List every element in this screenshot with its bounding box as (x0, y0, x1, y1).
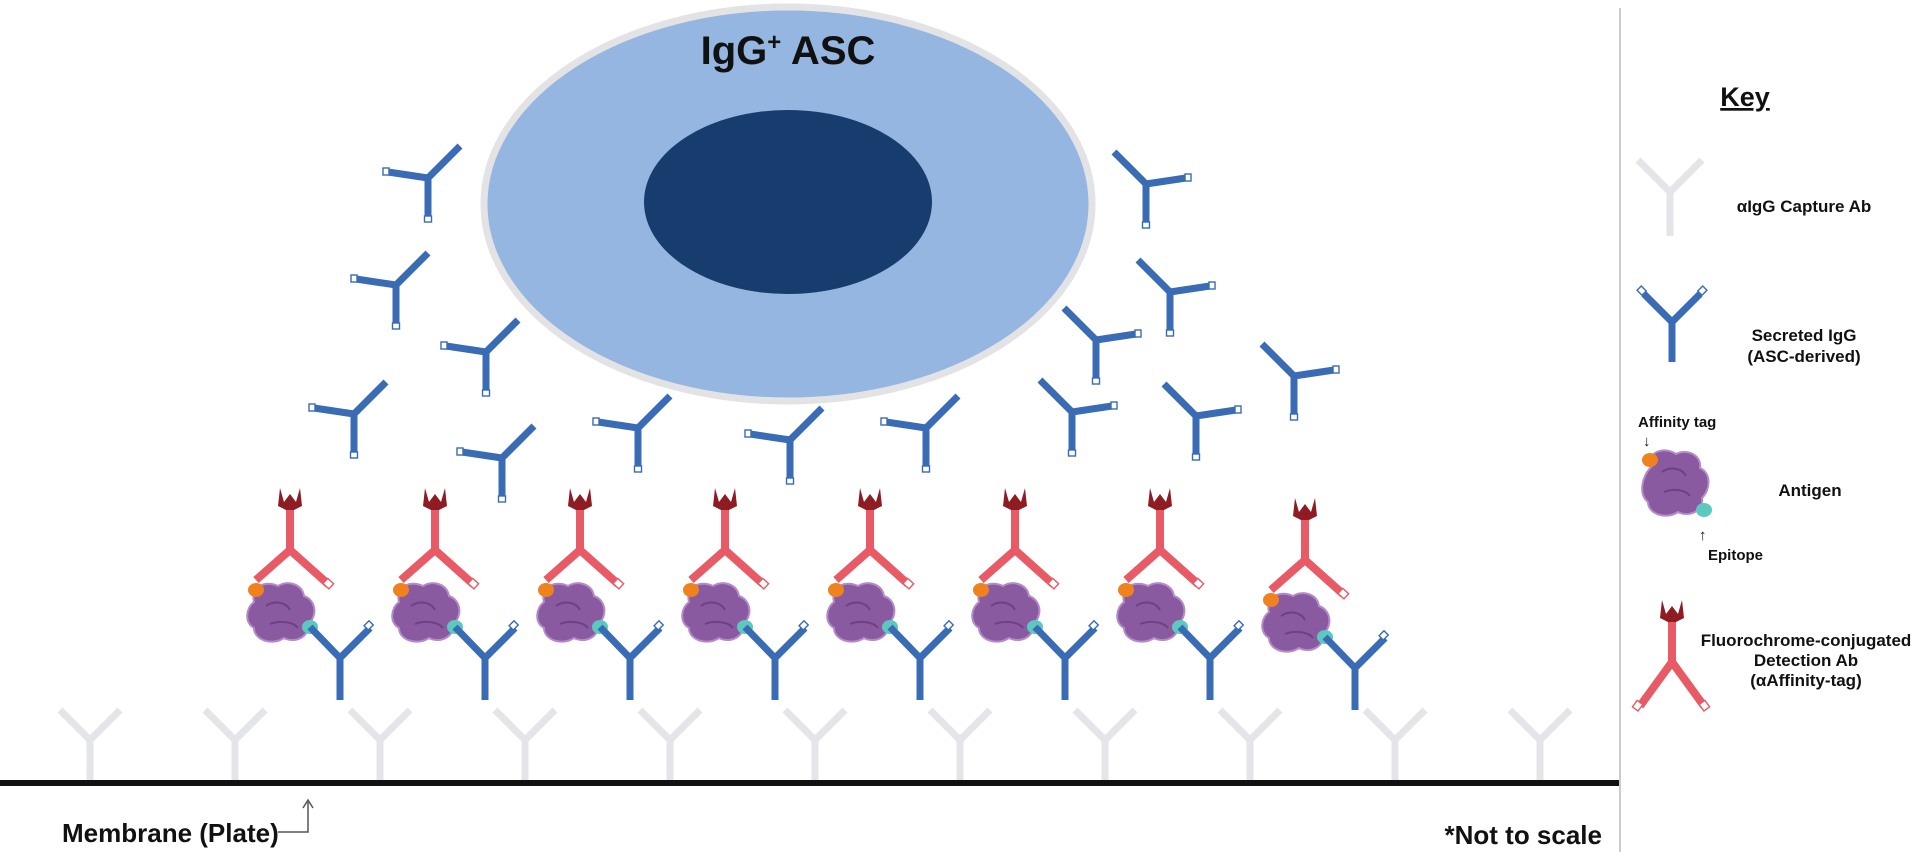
asc-cell: IgG+ ASC (480, 3, 1096, 405)
capture-ab-icon (785, 710, 845, 782)
key-title: Key (1720, 82, 1770, 112)
key-affinity-tag-label: Affinity tag (1638, 414, 1716, 431)
key-secreted-igg-label-2: (ASC-derived) (1747, 347, 1860, 366)
capture-ab-icon (1510, 710, 1570, 782)
capture-ab-icon (1075, 710, 1135, 782)
key-affinity-tag-arrow: ↓ (1643, 433, 1651, 450)
capture-ab-icon (495, 710, 555, 782)
key-detection-label-2: Detection Ab (1754, 651, 1858, 670)
secreted-igg-icon (1138, 260, 1215, 336)
capture-ab-icon (205, 710, 265, 782)
secreted-igg-icon (1114, 152, 1191, 228)
detection-complex-icon (827, 488, 953, 700)
secreted-igg-icon (383, 146, 460, 222)
detection-complex-icon (247, 488, 373, 700)
key-detection-label-3: (αAffinity-tag) (1750, 671, 1861, 690)
detection-complex-icon (392, 488, 518, 700)
membrane-pointer-arrow (278, 798, 314, 833)
secreted-igg-icon (881, 396, 958, 472)
key-epitope-arrow: ↑ (1699, 527, 1707, 544)
capture-ab-icon (350, 710, 410, 782)
cell-label: IgG+ ASC (701, 29, 876, 73)
capture-ab-group (60, 710, 1570, 782)
secreted-igg-icon (745, 408, 822, 484)
membrane-line (0, 780, 1620, 786)
detection-complex-icon (972, 488, 1098, 700)
membrane-label: Membrane (Plate) (62, 818, 279, 848)
secreted-igg-icon (1040, 380, 1117, 456)
key-detection-ab-icon (1631, 600, 1711, 712)
secreted-igg-icon (593, 396, 670, 472)
key-epitope-label: Epitope (1708, 547, 1763, 564)
secreted-igg-icon (457, 426, 534, 502)
secreted-igg-icon (1164, 384, 1241, 460)
secreted-igg-icon (1064, 308, 1141, 384)
capture-ab-icon (1365, 710, 1425, 782)
detection-complex-icon (537, 488, 663, 700)
secreted-igg-icon (351, 253, 428, 329)
secreted-igg-icon (441, 320, 518, 396)
key-capture-ab-label: αIgG Capture Ab (1737, 197, 1872, 216)
capture-ab-icon (930, 710, 990, 782)
capture-ab-icon (1220, 710, 1280, 782)
key-capture-ab-icon (1635, 157, 1705, 236)
cell-nucleus (644, 110, 932, 294)
key-panel: Key αIgG Capture Ab Secreted IgG (ASC-de… (1631, 82, 1912, 712)
capture-ab-icon (640, 710, 700, 782)
detection-complex-icon (1262, 498, 1388, 710)
secreted-igg-icon (1262, 344, 1339, 420)
key-antigen-label: Antigen (1778, 481, 1841, 500)
scale-note: *Not to scale (1445, 820, 1603, 850)
key-secreted-igg-label-1: Secreted IgG (1752, 326, 1857, 345)
detection-complex-icon (682, 488, 808, 700)
secreted-igg-icon (309, 382, 386, 458)
detection-complex-group (247, 488, 1388, 710)
detection-complex-icon (1117, 488, 1243, 700)
key-secreted-igg-icon (1636, 285, 1708, 362)
capture-ab-icon (60, 710, 120, 782)
key-antigen-icon (1641, 449, 1712, 517)
key-detection-label-1: Fluorochrome-conjugated (1701, 631, 1912, 650)
